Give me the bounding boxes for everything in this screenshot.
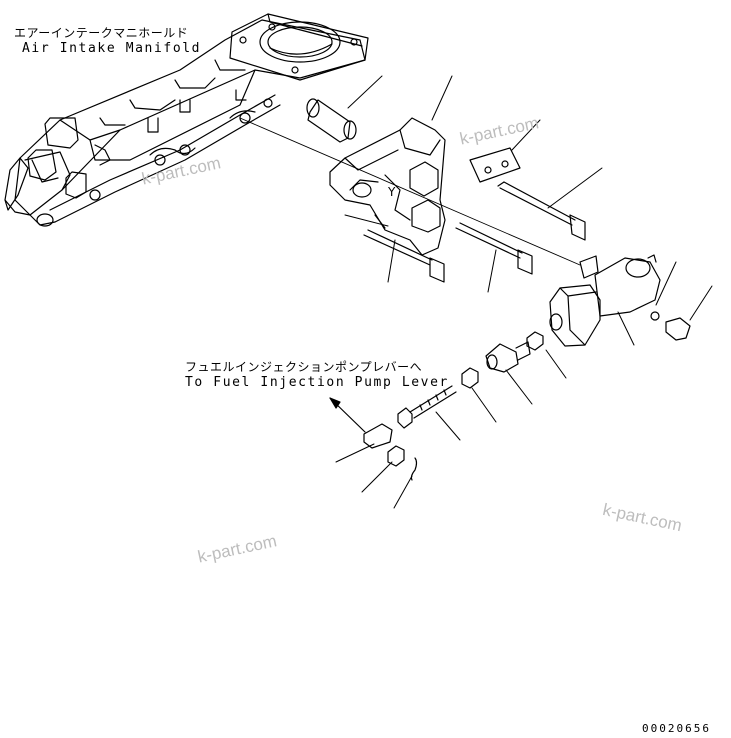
manifold-label-jp: エアーインテークマニホールド [14,26,189,40]
air-intake-manifold [4,13,369,227]
mounting-bracket: Y [306,98,586,283]
svg-text:Y: Y [387,185,396,199]
leader-lines [335,75,713,509]
linkage-parts [239,117,581,481]
pump-lever-label-jp: フュエルインジェクションポンプレバーへ [185,360,423,374]
manifold-label-en: Air Intake Manifold [22,41,202,56]
drawing-code: 00020656 [642,722,711,735]
pump-lever-label-en: To Fuel Injection Pump Lever [185,375,449,390]
stop-solenoid [549,254,691,347]
